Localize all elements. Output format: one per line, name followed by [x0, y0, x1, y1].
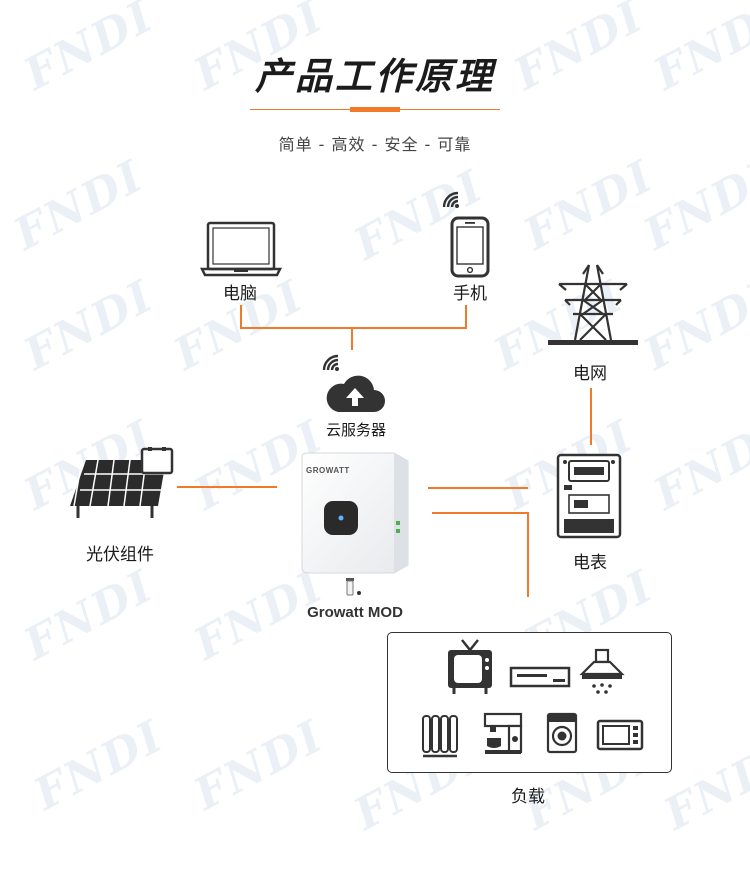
pv-label: 光伏组件 [86, 545, 154, 565]
tv-icon [448, 639, 492, 694]
connector-line [428, 487, 528, 489]
wifi-icon [442, 191, 459, 208]
connector-line [240, 327, 467, 329]
watermark: FNDI [636, 150, 750, 261]
grid-label: 电网 [573, 364, 607, 384]
watermark: FNDI [186, 710, 333, 821]
computer-label: 电脑 [223, 284, 257, 304]
phone-icon [450, 216, 490, 278]
coffee-machine-icon [483, 712, 523, 754]
connector-line [177, 486, 277, 488]
range-hood-icon [579, 648, 625, 694]
inverter-brand: GROWATT [306, 466, 350, 475]
cloud-upload-icon [326, 375, 385, 412]
page-subtitle: 简单 - 高效 - 安全 - 可靠 [278, 135, 472, 154]
loads-label: 负载 [511, 787, 545, 807]
dvd-player-icon [509, 666, 571, 688]
cloud-label: 云服务器 [325, 421, 386, 439]
title-divider-accent [350, 107, 400, 112]
washing-machine-icon [546, 712, 578, 754]
inverter-image [298, 451, 410, 575]
connector-line [527, 512, 529, 597]
wifi-dongle-icon [346, 578, 361, 596]
laptop-icon [200, 221, 282, 277]
solar-panel-icon [70, 447, 174, 518]
connector-line [465, 305, 467, 328]
watermark: FNDI [6, 150, 153, 261]
watermark: FNDI [26, 710, 173, 821]
watermark: FNDI [636, 270, 750, 381]
inverter-model-label: Growatt MOD [307, 604, 403, 621]
connector-line [240, 305, 242, 328]
microwave-icon [596, 719, 644, 751]
wifi-icon [322, 354, 339, 371]
page-title: 产品工作原理 [255, 55, 495, 98]
electric-meter-icon [556, 453, 622, 539]
watermark: FNDI [16, 270, 163, 381]
connector-line [590, 388, 592, 445]
oil-heater-icon [422, 715, 458, 758]
watermark: FNDI [16, 560, 163, 671]
power-tower-icon [548, 264, 638, 345]
watermark: FNDI [646, 410, 750, 521]
phone-label: 手机 [453, 284, 487, 304]
watermark: FNDI [516, 150, 663, 261]
connector-line [432, 512, 528, 514]
meter-label: 电表 [573, 553, 607, 573]
connector-line [351, 327, 353, 350]
